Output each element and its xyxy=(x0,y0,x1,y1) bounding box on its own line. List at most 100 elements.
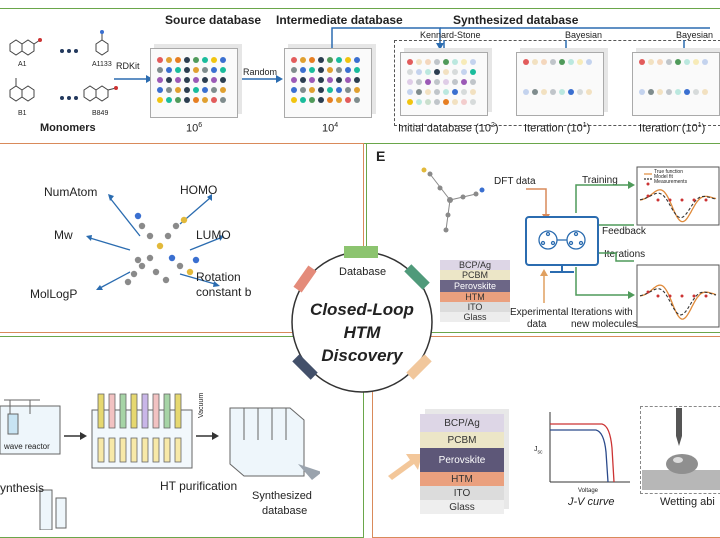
grid-dot xyxy=(166,67,172,73)
experimental-label: Experimental xyxy=(510,307,569,318)
grid-dot xyxy=(648,69,654,75)
atom xyxy=(146,254,154,262)
grid-dot xyxy=(220,87,226,93)
grid-dot xyxy=(345,87,351,93)
grid-dot xyxy=(666,89,672,95)
grid-dot xyxy=(175,67,181,73)
grid-dot xyxy=(300,87,306,93)
source-database-box xyxy=(150,48,238,118)
homo-label: HOMO xyxy=(180,183,218,197)
grid-dot xyxy=(166,57,172,63)
grid-dot xyxy=(336,97,342,103)
monomer-b849-label: B849 xyxy=(92,110,109,117)
grid-dot xyxy=(416,89,422,95)
grid-dot xyxy=(407,79,413,85)
grid-dot xyxy=(211,67,217,73)
grid-dot xyxy=(443,99,449,105)
grid-dot xyxy=(309,97,315,103)
grid-dot xyxy=(702,89,708,95)
grid-dot xyxy=(586,89,592,95)
reactor-label: wave reactor xyxy=(4,442,50,451)
grid-dot xyxy=(550,59,556,65)
jsc-label: Jsc xyxy=(534,446,543,456)
grid-dot xyxy=(345,57,351,63)
test-tube xyxy=(97,437,105,463)
grid-dot xyxy=(684,79,690,85)
test-tube xyxy=(174,437,182,463)
grid-dot xyxy=(202,57,208,63)
grid-dot xyxy=(675,79,681,85)
panel-d-orange-arrow xyxy=(388,454,422,480)
synthesized-database-label: database xyxy=(262,505,308,517)
title-line-3: Discovery xyxy=(321,346,403,365)
test-tube xyxy=(163,393,171,429)
grid-dot xyxy=(202,67,208,73)
grid-dot xyxy=(461,69,467,75)
mw-label: Mw xyxy=(54,228,73,242)
grid-dot xyxy=(327,87,333,93)
grid-dot xyxy=(309,67,315,73)
grid-dot xyxy=(202,77,208,83)
grid-dot xyxy=(327,57,333,63)
small-stack-perovskite: Perovskite xyxy=(440,280,510,292)
wetting-label: Wetting abi xyxy=(660,496,715,508)
grid-dot xyxy=(657,69,663,75)
initial-database-label: Initial database (102) xyxy=(398,122,499,135)
grid-dot xyxy=(648,59,654,65)
grid-dot xyxy=(666,59,672,65)
grid-dot xyxy=(675,59,681,65)
grid-dot xyxy=(193,87,199,93)
grid-dot xyxy=(175,87,181,93)
measurement-point xyxy=(692,294,696,298)
measurement-point xyxy=(656,198,660,202)
grid-dot xyxy=(577,99,583,105)
device-stack: BCP/Ag PCBM Perovskite HTM ITO Glass xyxy=(420,414,504,514)
grid-dot xyxy=(586,79,592,85)
title-line-1: Closed-Loop xyxy=(310,300,414,319)
grid-dot xyxy=(157,97,163,103)
grid-dot xyxy=(577,79,583,85)
training-fit-plot xyxy=(636,166,720,226)
test-tube xyxy=(97,393,105,429)
test-tube xyxy=(141,437,149,463)
grid-dot xyxy=(452,89,458,95)
grid-dot xyxy=(702,79,708,85)
synthesized-group xyxy=(394,40,720,126)
grid-dot xyxy=(693,89,699,95)
grid-dot xyxy=(559,99,565,105)
small-stack-pcbm: PCBM xyxy=(440,270,510,280)
initial-database-box xyxy=(400,52,488,116)
grid-dot xyxy=(220,97,226,103)
grid-dot xyxy=(461,59,467,65)
grid-dot xyxy=(425,59,431,65)
jv-curve-label: J-V curve xyxy=(568,496,615,508)
grid-dot xyxy=(657,89,663,95)
grid-dot xyxy=(559,69,565,75)
monomers-label: Monomers xyxy=(40,122,96,134)
test-tube xyxy=(152,393,160,429)
new-molecules-label: new molecules xyxy=(571,319,638,330)
grid-dot xyxy=(434,69,440,75)
iteration-box-1 xyxy=(516,52,604,116)
grid-dot xyxy=(407,99,413,105)
closed-loop-ring xyxy=(291,246,433,393)
measurement-point xyxy=(668,294,672,298)
iteration-fit-plot xyxy=(636,264,720,328)
grid-dot xyxy=(523,79,529,85)
grid-dot xyxy=(425,99,431,105)
test-tube xyxy=(108,437,116,463)
grid-dot xyxy=(434,89,440,95)
true-function-curve xyxy=(639,284,717,320)
iterations-new-label: Iterations with xyxy=(571,307,633,318)
grid-dot xyxy=(434,79,440,85)
grid-dot xyxy=(291,67,297,73)
random-label: Random xyxy=(243,67,278,77)
grid-dot xyxy=(443,69,449,75)
grid-dot xyxy=(184,57,190,63)
grid-dot xyxy=(327,67,333,73)
descriptor-panel-border xyxy=(0,143,364,333)
jv-curve-plot xyxy=(549,412,630,483)
grid-dot xyxy=(327,97,333,103)
grid-dot xyxy=(416,79,422,85)
vacuum-label: Vacuum xyxy=(198,392,205,418)
